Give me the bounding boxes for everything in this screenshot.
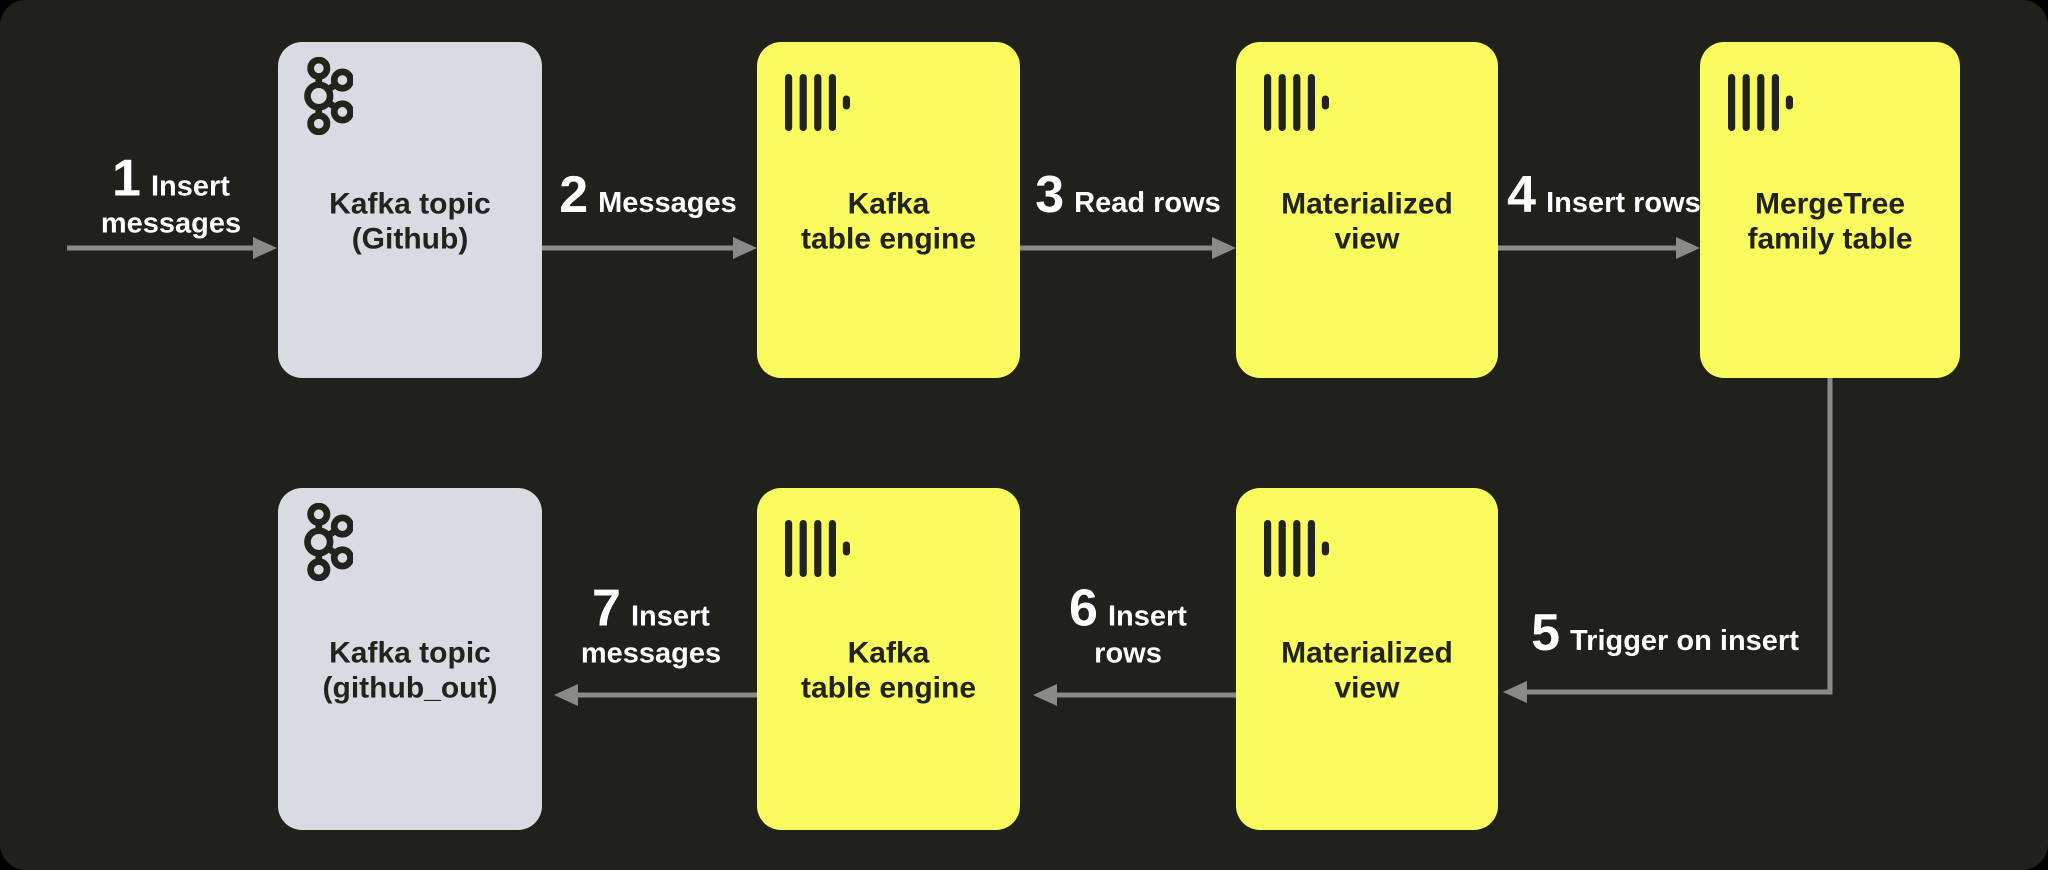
kafka-icon [301, 56, 354, 140]
step-number: 5 [1531, 603, 1561, 662]
kafka-icon [301, 502, 354, 586]
step-number: 2 [559, 165, 589, 224]
step-text: Messages [598, 186, 737, 219]
node-kafka-table-engine-top: Kafka table engine [757, 42, 1020, 378]
step-label-4: 4 Insert rows [1507, 166, 1701, 224]
clickhouse-icon [785, 520, 850, 582]
step-text: Insert messages [580, 600, 722, 670]
node-title: Kafka table engine [800, 187, 977, 256]
step-number: 7 [592, 579, 621, 638]
step-text: Insert messages [100, 170, 242, 240]
step-text: Insert rows [1546, 186, 1701, 219]
arrow-step-4 [1498, 237, 1700, 259]
step-text: Read rows [1074, 186, 1221, 219]
step-number: 4 [1507, 165, 1537, 224]
arrow-step-6 [1033, 684, 1236, 706]
step-text: Insert rows [1094, 600, 1187, 670]
arrow-step-1 [67, 237, 277, 259]
node-mergetree-family-table: MergeTree family table [1700, 42, 1960, 378]
step-label-2: 2 Messages [559, 166, 737, 224]
node-title: Materialized view [1281, 636, 1453, 705]
node-title: MergeTree family table [1747, 187, 1913, 256]
node-title: Kafka topic (github_out) [322, 636, 498, 705]
node-title: Kafka table engine [800, 636, 977, 705]
clickhouse-icon [1264, 74, 1329, 136]
clickhouse-icon [1728, 74, 1793, 136]
node-kafka-table-engine-bottom: Kafka table engine [757, 488, 1020, 830]
node-materialized-view-bottom: Materialized view [1236, 488, 1498, 830]
step-label-3: 3 Read rows [1035, 166, 1221, 224]
step-number: 1 [112, 149, 141, 208]
arrow-step-7 [554, 684, 757, 706]
step-number: 6 [1069, 579, 1098, 638]
arrow-step-2 [542, 237, 757, 259]
step-label-5: 5 Trigger on insert [1531, 604, 1799, 662]
clickhouse-icon [1264, 520, 1329, 582]
arrow-step-3 [1020, 237, 1236, 259]
step-text: Trigger on insert [1570, 624, 1799, 657]
node-title: Kafka topic (Github) [329, 187, 491, 256]
node-kafka-topic-github-out: Kafka topic (github_out) [278, 488, 542, 830]
node-materialized-view-top: Materialized view [1236, 42, 1498, 378]
node-kafka-topic-github: Kafka topic (Github) [278, 42, 542, 378]
step-number: 3 [1035, 165, 1065, 224]
clickhouse-icon [785, 74, 850, 136]
node-title: Materialized view [1281, 187, 1453, 256]
